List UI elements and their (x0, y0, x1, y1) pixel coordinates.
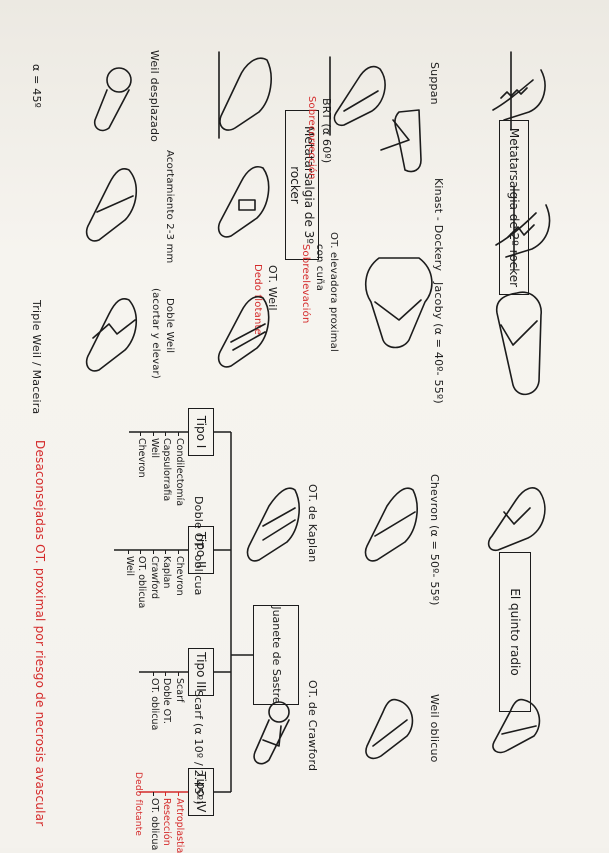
label-double-weil: Doble Weil (164, 298, 175, 354)
elevadora-sketch (364, 257, 433, 349)
type-3-item: OT. oblicua (148, 672, 160, 730)
label-triple-weil: Triple Weil / Maceira (30, 300, 43, 415)
label-elevadora-2: con cuña (314, 244, 325, 292)
bone-outline (253, 719, 290, 765)
bone-outline (487, 487, 546, 552)
type-3-item: Scarf (173, 672, 185, 730)
type-4-list: Artroplastia Resección OT. oblicua (148, 792, 185, 853)
brt-sketch (380, 109, 422, 173)
cut-line (501, 725, 537, 735)
cut-line (92, 319, 136, 339)
cut-line-1 (262, 507, 296, 527)
cut-line (262, 725, 282, 747)
type-4-item-red: Resección (160, 792, 173, 853)
type-2-box: Tipo II (188, 526, 214, 574)
wedge (374, 299, 422, 321)
label-elevadora: OT. elevadora proximal (328, 232, 339, 352)
bone-outline (495, 204, 551, 258)
footer-note: Desaconsejadas OT. proximal por riesgo d… (33, 440, 47, 827)
type-2-item: Chevron (173, 550, 185, 608)
triple-weil-2-sketch (85, 298, 137, 372)
cut-line (507, 224, 535, 238)
type-2-item: OT. oblicua (135, 550, 148, 608)
type-3-box: Tipo III (188, 648, 214, 696)
kaplan-sketch (364, 487, 418, 562)
type-4-item-red: Artroplastia (173, 792, 185, 853)
double-weil-sketch (217, 296, 270, 368)
bone-outline (217, 296, 270, 368)
type-4-box: Tipo IV (188, 768, 214, 816)
cut-line-2 (232, 331, 266, 351)
type-1-item: Condilectomía (173, 432, 185, 506)
label-double-weil-2: (acortar y elevar) (150, 288, 161, 379)
bone-outline (85, 298, 137, 372)
type-1-item: Chevron (135, 432, 148, 506)
cut-line (500, 87, 528, 99)
label-jacoby: Jacoby (α = 40º- 55º) (432, 282, 445, 404)
bone-outline (495, 291, 542, 396)
cut-line (372, 719, 408, 747)
cut-line (343, 90, 379, 112)
wedge (500, 320, 538, 346)
type-1-box: Tipo I (188, 408, 214, 456)
triple-weil-sketch (85, 168, 137, 242)
bone-outline (364, 487, 418, 562)
bone-outline (364, 257, 433, 349)
head-circle (106, 67, 132, 93)
bone-outline (492, 698, 541, 754)
scarf-sketch (253, 701, 290, 765)
weil-sketch (329, 56, 386, 136)
bone-outline (219, 57, 272, 131)
shortening-sketch (217, 166, 270, 238)
type-1-item: Capsulorrafia (160, 432, 173, 506)
cut-line (503, 507, 531, 525)
type-4-note: Dedo flotante (133, 772, 143, 837)
bone-outline (365, 698, 414, 760)
bone-outline (217, 166, 270, 238)
label-weil-oblique: Weil oblicuo (428, 694, 441, 763)
chevron-sketch (487, 487, 546, 552)
cut-line (96, 195, 134, 213)
type-3-item: Doble OT. (160, 672, 173, 730)
alpha-sketch (93, 67, 132, 132)
bone-outline (93, 89, 130, 132)
type-2-item: Weil (123, 550, 135, 608)
title-fifth-ray: El quinto radio (499, 552, 531, 712)
cut-line-2 (262, 519, 296, 541)
weil-displaced-sketch (218, 51, 272, 139)
type-1-list: Condilectomía Capsulorrafia Weil Chevron (135, 432, 186, 506)
head-circle (268, 701, 290, 723)
label-alpha: α = 45º (30, 64, 43, 109)
weil-oblique-sketch (492, 698, 541, 754)
type-2-item: Crawford (148, 550, 160, 608)
label-elevadora-note: Sobreelevación (300, 244, 311, 324)
cut-line (380, 119, 410, 151)
bone-outline (492, 69, 546, 121)
label-weil-displaced: Weil desplazado (148, 50, 161, 143)
type-3-list: Scarf Doble OT. OT. oblicua (148, 672, 185, 730)
type-2-item: Kaplan (160, 550, 173, 608)
suppan-sketch (492, 51, 546, 131)
bone-outline (333, 65, 386, 127)
double-oblique-sketch (246, 487, 300, 562)
type-4-item: OT. oblicua (148, 792, 160, 853)
crawford-sketch (365, 698, 414, 760)
cut-line (374, 511, 416, 537)
label-suppan: Suppan (428, 62, 441, 105)
type-1-item: Weil (148, 432, 160, 506)
cut-line-1 (230, 323, 266, 343)
bone-outline (394, 109, 422, 173)
label-shortening: Acortamiento 2-3 mm (164, 150, 175, 264)
jacoby-sketch (495, 291, 542, 396)
bone-outline (246, 487, 300, 562)
bone-outline (85, 168, 137, 242)
kinast-sketch (495, 186, 551, 270)
type-2-list: Chevron Kaplan Crawford OT. oblicua Weil (123, 550, 185, 608)
label-chevron: Chevron (α = 50º- 55º) (428, 474, 441, 606)
shortening-block (238, 199, 256, 211)
